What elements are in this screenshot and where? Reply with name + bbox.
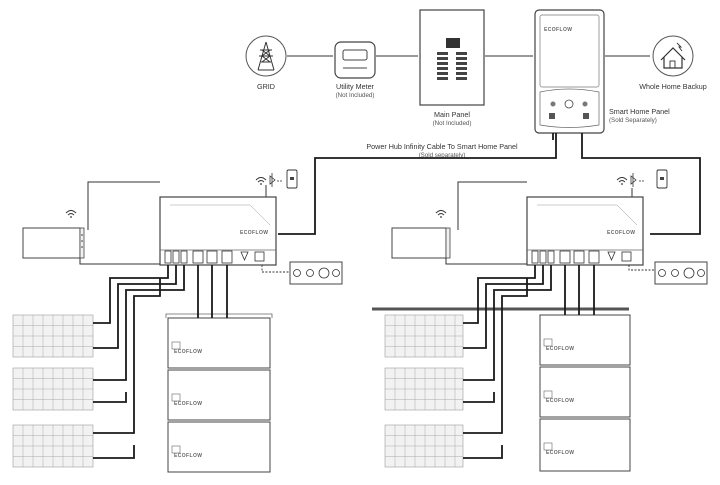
solar-cable-left-2b [93,392,127,403]
main-panel-label: Main Panel [434,110,470,119]
battery-right-2-brand: ECOFLOW [546,398,574,404]
solar-cable-right-3b [463,445,503,459]
utility-meter-icon [334,41,376,79]
solar-cable-left-3a [93,278,161,434]
home-backup-icon [652,35,694,77]
remote-monitor-right [391,210,451,259]
solar-cable-left-1b [93,265,177,349]
battery-right-1-brand: ECOFLOW [546,346,574,352]
solar-cable-left-3b [93,445,135,459]
solar-cable-right-1b [463,265,544,349]
solar-cable-right-2b [463,392,495,403]
battery-left-2-brand: ECOFLOW [174,401,202,407]
whole-home-backup-label: Whole Home Backup [639,82,707,91]
ac-outlet-panel-right [628,261,708,285]
main-panel-icon [419,9,485,106]
connectivity-icons-left [255,169,298,189]
hub-to-monitor-line-left [87,181,160,230]
connectivity-icons-right [616,169,668,189]
power-hub-left-brand: ECOFLOW [240,230,268,236]
solar-panels-right [384,314,464,468]
power-hub-right-brand: ECOFLOW [607,230,635,236]
utility-meter-note: (Not Included) [336,92,375,99]
power-hub-right [526,196,644,266]
utility-meter-label: Utility Meter [336,82,375,91]
main-panel-note: (Not Included) [433,120,472,127]
remote-monitor-left [22,210,85,259]
battery-stack-left [165,313,273,473]
hub-cable-label: Power Hub Infinity Cable To Smart Home P… [366,142,518,151]
hub-cable-left [278,133,557,235]
solar-cable-right-1a [463,265,536,324]
smart-panel-brand: ECOFLOW [544,27,572,33]
power-hub-left [159,196,277,266]
hub-cable-right [581,133,701,235]
battery-left-1-brand: ECOFLOW [174,349,202,355]
grid-label: GRID [257,82,275,91]
ac-outlet-panel-left [261,261,343,285]
monitor-to-hub-line-left [79,258,160,265]
solar-cable-right-3a [463,278,528,434]
hub-to-monitor-line-right [457,181,527,230]
solar-cable-right-2a [463,265,552,381]
hub-cable-note: (Sold separately) [419,152,466,159]
monitor-to-hub-line-right [445,258,527,265]
smart-home-panel-note: (Sold Separately) [609,117,657,124]
battery-right-3-brand: ECOFLOW [546,450,574,456]
smart-home-panel-label: Smart Home Panel [609,107,670,116]
battery-stack-right [539,314,631,472]
solar-panels-left [12,314,94,468]
smart-home-panel-icon [534,9,605,134]
grid-tower-icon [245,35,287,77]
battery-left-3-brand: ECOFLOW [174,453,202,459]
solar-cable-left-2a [93,265,185,381]
solar-cable-left-1a [93,265,169,324]
